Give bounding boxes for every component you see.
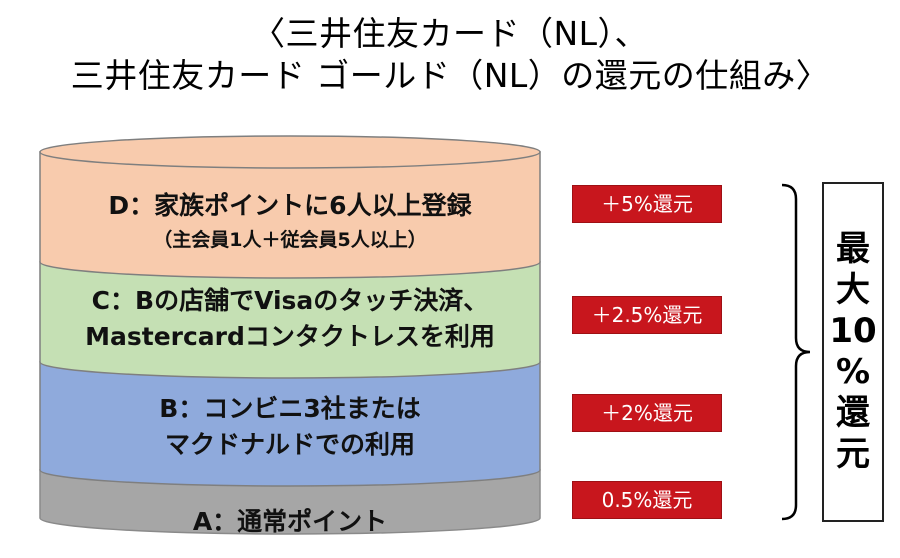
layer-a-label: A：通常ポイント bbox=[192, 507, 388, 536]
layer-d-body bbox=[39, 151, 541, 279]
layer-b-body bbox=[39, 361, 541, 487]
layer-d-subtitle: （主会員1人＋従会員5人以上） bbox=[153, 229, 427, 251]
max-rate-char: 大 bbox=[836, 270, 870, 310]
title-line-1: 〈三井住友カード（NL）、 bbox=[251, 14, 649, 53]
cylinder-top bbox=[39, 135, 541, 169]
layer-c-line1: C：Bの店舗でVisaのタッチ決済、 bbox=[91, 286, 489, 315]
bonus-badge-c: ＋2.5%還元 bbox=[572, 296, 722, 334]
base-badge-a: 0.5%還元 bbox=[572, 481, 722, 519]
layer-b-line1: B：コンビニ3社または bbox=[159, 394, 421, 423]
bonus-badge-d: ＋5%還元 bbox=[572, 185, 722, 223]
max-rate-char: 元 bbox=[836, 434, 870, 474]
layer-a-body bbox=[39, 469, 541, 535]
layer-c-line2: Mastercardコンタクトレスを利用 bbox=[85, 322, 495, 351]
layer-b-line2: マクドナルドでの利用 bbox=[164, 430, 415, 459]
max-rate-box: 最 大 10 % 還 元 bbox=[822, 182, 884, 522]
max-rate-char: % bbox=[835, 352, 871, 392]
bonus-badge-b: ＋2%還元 bbox=[572, 394, 722, 432]
layer-d-title: D：家族ポイントに6人以上登録 bbox=[108, 191, 472, 220]
curly-brace bbox=[781, 183, 811, 521]
title-line-2: 三井住友カード ゴールド（NL）の還元の仕組み〉 bbox=[70, 56, 830, 95]
max-rate-char: 10 bbox=[829, 311, 877, 351]
max-rate-char: 還 bbox=[836, 393, 870, 433]
layer-c-body bbox=[39, 261, 541, 379]
max-rate-char: 最 bbox=[836, 229, 870, 269]
